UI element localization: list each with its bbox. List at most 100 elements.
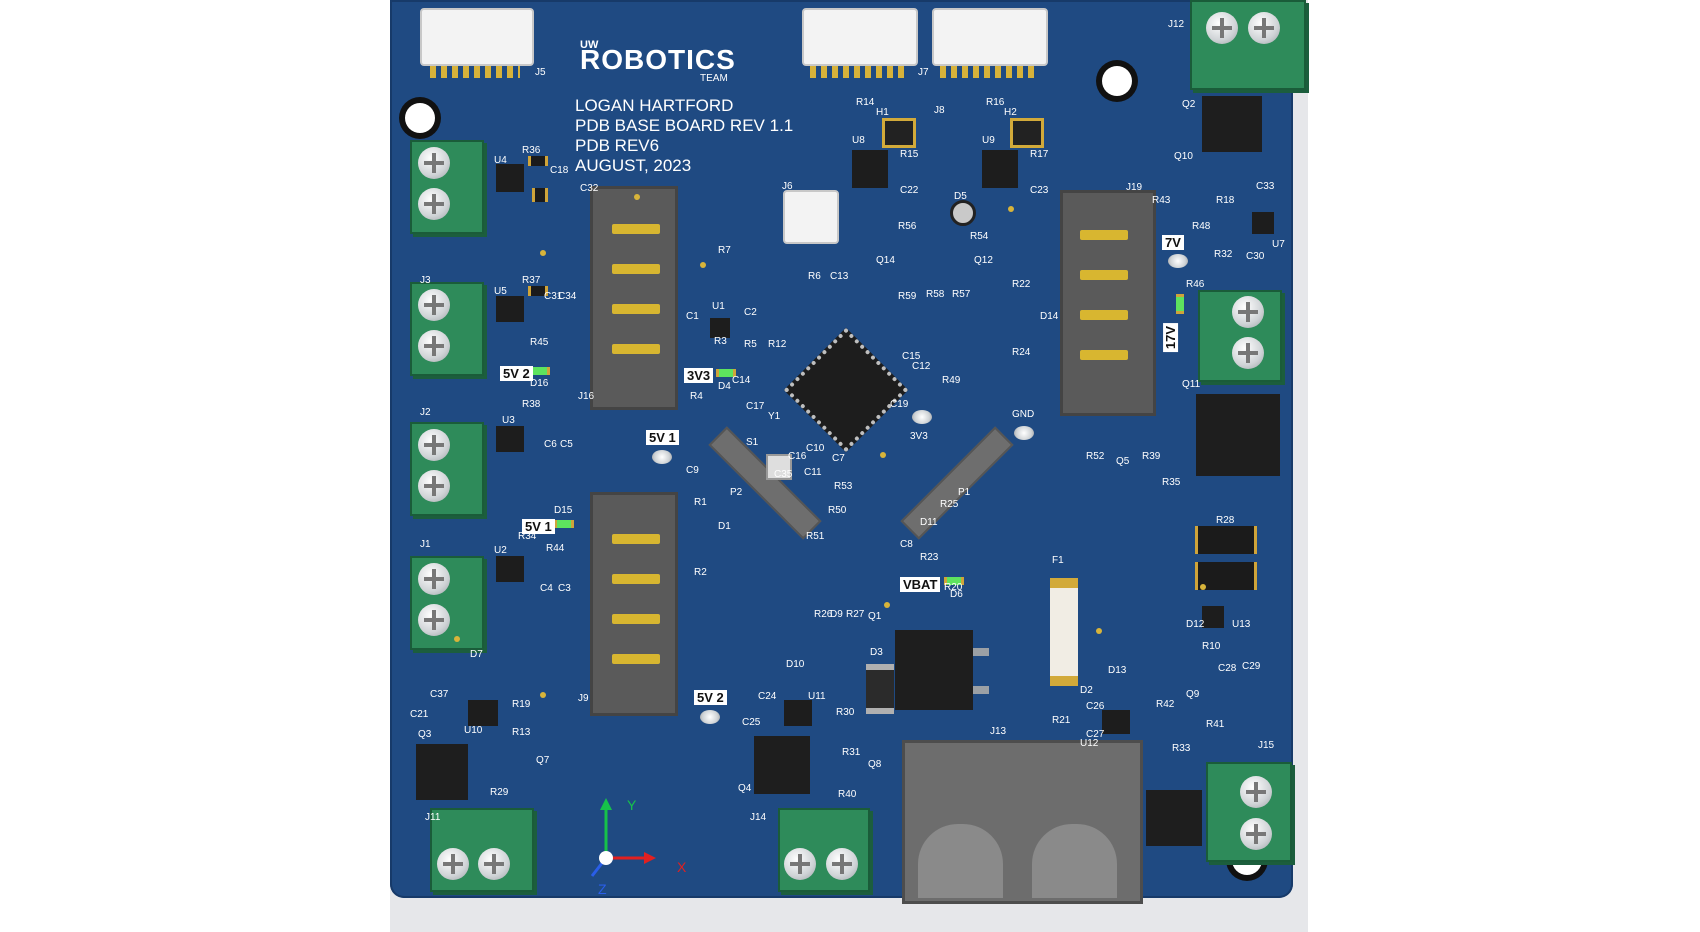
ic-u11[interactable] — [784, 700, 812, 726]
ic-u1[interactable] — [710, 318, 730, 338]
label-c5: C5 — [560, 439, 573, 450]
testpoint-5v2[interactable] — [700, 710, 720, 724]
connector-j8[interactable] — [932, 8, 1048, 66]
testpoint-3v3-label: 3V3 — [910, 431, 928, 442]
label-u7: U7 — [1272, 239, 1285, 250]
mosfet-q2[interactable] — [1202, 96, 1262, 152]
label-r24: R24 — [1012, 347, 1031, 358]
pcb-board[interactable]: UW ROBOTICS TEAM LOGAN HARTFORD PDB BASE… — [390, 0, 1306, 904]
label-c11: C11 — [804, 467, 822, 478]
connector-j8-pins — [940, 66, 1034, 78]
contact-2 — [612, 264, 660, 274]
label-c19: C19 — [890, 399, 909, 410]
label-c24: C24 — [758, 691, 777, 702]
label-c22: C22 — [900, 185, 919, 196]
label-d11: D11 — [920, 517, 938, 528]
shunt-resistor-r28[interactable] — [1195, 526, 1257, 554]
label-r20: R20 — [944, 582, 963, 593]
ic-u7[interactable] — [1252, 212, 1274, 234]
label-u4: U4 — [494, 155, 507, 166]
label-d3: D3 — [870, 647, 883, 658]
jumper-h1[interactable] — [882, 118, 916, 148]
connector-j5[interactable] — [420, 8, 534, 66]
mosfet-q-bottom-right[interactable] — [1146, 790, 1202, 846]
contact-5 — [612, 534, 660, 544]
ic-u5[interactable] — [496, 296, 524, 322]
screw-1 — [418, 147, 450, 179]
label-r40: R40 — [838, 789, 857, 800]
label-r21: R21 — [1052, 715, 1071, 726]
fuse-f1[interactable] — [1050, 578, 1078, 686]
label-c28: C28 — [1218, 663, 1237, 674]
label-r12: R12 — [768, 339, 787, 350]
label-c12: C12 — [912, 361, 931, 372]
via — [1008, 206, 1014, 212]
label-c2: C2 — [744, 307, 757, 318]
via — [454, 636, 460, 642]
connector-j6[interactable] — [783, 190, 839, 244]
label-r2: R2 — [694, 567, 707, 578]
connector-j7[interactable] — [802, 8, 918, 66]
jumper-h2[interactable] — [1010, 118, 1044, 148]
ic-u13[interactable] — [1202, 606, 1224, 628]
ic-u8[interactable] — [852, 150, 888, 188]
ic-u10[interactable] — [468, 700, 498, 726]
header-p1[interactable] — [900, 426, 1014, 540]
ic-u3[interactable] — [496, 426, 524, 452]
net-badge-3v3: 3V3 — [684, 368, 714, 383]
label-j11: J11 — [425, 812, 441, 823]
label-c18: C18 — [550, 165, 569, 176]
connector-j5-pins — [430, 66, 520, 78]
label-c37: C37 — [430, 689, 449, 700]
ic-u2[interactable] — [496, 556, 524, 582]
label-r5: R5 — [744, 339, 757, 350]
label-c21: C21 — [410, 709, 429, 720]
label-r56: R56 — [898, 221, 917, 232]
led-d5[interactable] — [950, 200, 976, 226]
axis-label-x: X — [677, 859, 687, 875]
label-u2: U2 — [494, 545, 507, 556]
via — [540, 692, 546, 698]
label-c26: C26 — [1086, 701, 1105, 712]
mosfet-q1[interactable] — [895, 630, 973, 710]
label-r44: R44 — [546, 543, 565, 554]
battery-connector-j16[interactable] — [590, 186, 678, 410]
label-r43: R43 — [1152, 195, 1171, 206]
battery-connector-j19[interactable] — [1060, 190, 1156, 416]
ic-u12[interactable] — [1102, 710, 1130, 734]
mounting-hole-top-right — [1102, 66, 1132, 96]
contact-7 — [612, 614, 660, 624]
terminal-block-j12[interactable] — [1190, 0, 1306, 90]
led-d4 — [716, 369, 736, 377]
ic-u4[interactable] — [496, 164, 524, 192]
microcontroller-u6[interactable] — [783, 327, 909, 453]
diode-d3[interactable] — [866, 664, 894, 714]
label-c3: C3 — [558, 583, 571, 594]
testpoint-7v[interactable] — [1168, 254, 1188, 268]
resistor-r37 — [528, 286, 548, 296]
mosfet-q4[interactable] — [754, 736, 810, 794]
mosfet-q3[interactable] — [416, 744, 468, 800]
battery-connector-j9[interactable] — [590, 492, 678, 716]
label-j1: J1 — [420, 539, 431, 550]
net-badge-5v1-left: 5V 1 — [522, 519, 555, 534]
label-u1: U1 — [712, 301, 725, 312]
screw-12 — [826, 848, 858, 880]
label-q12: Q12 — [974, 255, 993, 266]
switch-s1[interactable] — [766, 454, 792, 480]
testpoint-3v3[interactable] — [912, 410, 932, 424]
testpoint-gnd[interactable] — [1014, 426, 1034, 440]
screw-14 — [1248, 12, 1280, 44]
label-r37: R37 — [522, 275, 541, 286]
ic-u9[interactable] — [982, 150, 1018, 188]
via — [540, 250, 546, 256]
testpoint-5v1[interactable] — [652, 450, 672, 464]
label-r48: R48 — [1192, 221, 1211, 232]
label-c9: C9 — [686, 465, 699, 476]
power-connector-j13-port-2 — [1032, 824, 1117, 898]
label-c31: C31 — [544, 291, 563, 302]
mosfet-q11[interactable] — [1196, 394, 1280, 476]
board-title-line-4: AUGUST, 2023 — [575, 156, 692, 175]
contact-12 — [1080, 350, 1128, 360]
label-r22: R22 — [1012, 279, 1031, 290]
